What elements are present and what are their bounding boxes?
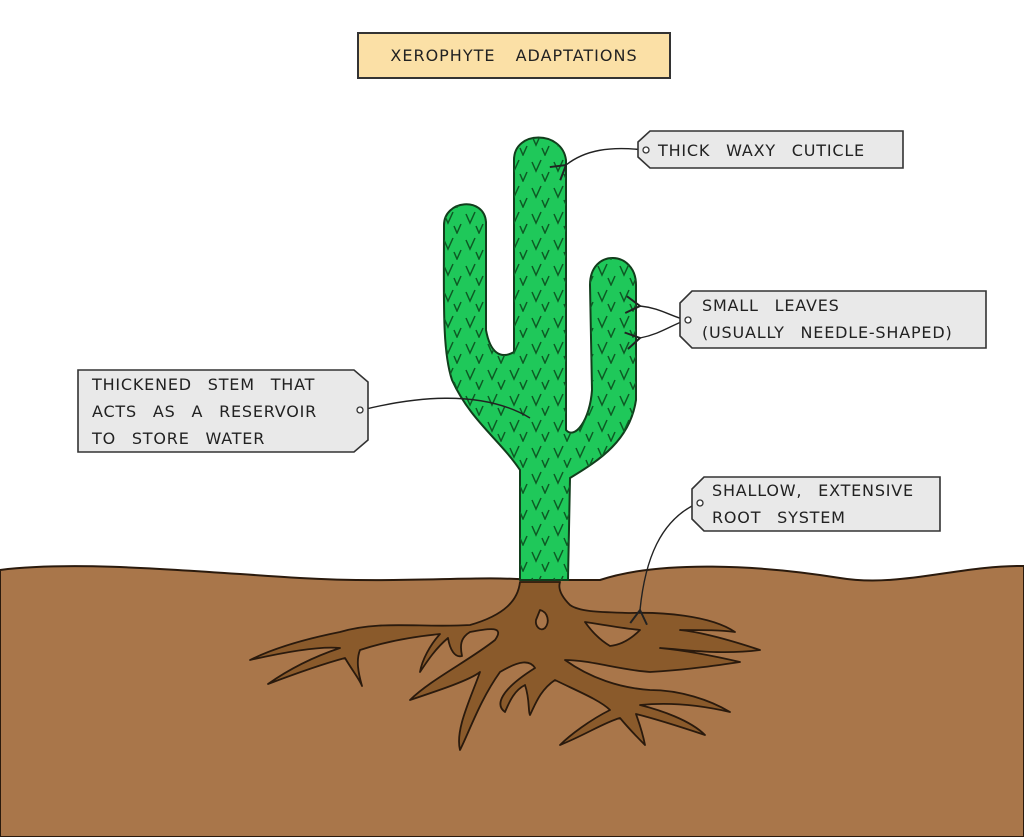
label-thickened-stem: THICKENED STEM THAT ACTS AS A RESERVOIR …	[92, 375, 318, 448]
tag-hole-cuticle	[642, 146, 650, 154]
label-shallow-root-system: SHALLOW, EXTENSIVE ROOT SYSTEM	[712, 481, 914, 527]
diagram-title: XEROPHYTE ADAPTATIONS	[357, 32, 671, 79]
tag-hole-stem	[356, 406, 364, 414]
label-thick-waxy-cuticle: THICK WAXY CUTICLE	[658, 141, 865, 160]
label-small-leaves: SMALL LEAVES (USUALLY NEEDLE-SHAPED)	[702, 296, 953, 342]
tag-hole-leaves	[684, 316, 692, 324]
tag-hole-roots	[696, 499, 704, 507]
label-tags	[77, 130, 987, 532]
cactus	[442, 136, 637, 581]
